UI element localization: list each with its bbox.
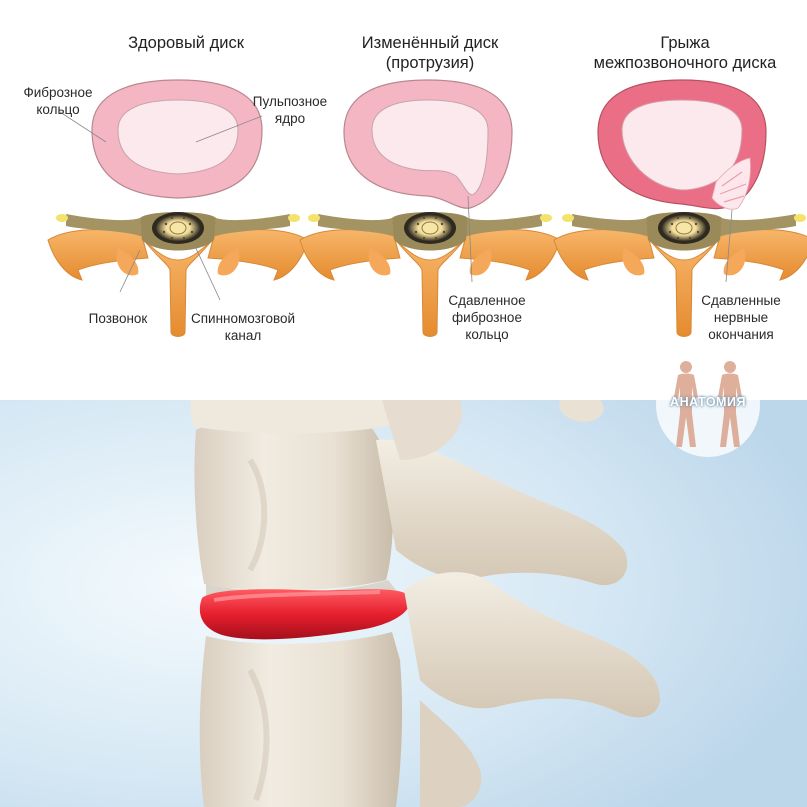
label-fibrous-ring-2: кольцо (36, 102, 80, 117)
healthy-disc-illustration (47, 79, 309, 337)
disc-stages-diagram: Здоровый диск Изменённый диск (протрузия… (0, 0, 807, 400)
title-intervertebral-disc: межпозвоночного диска (593, 54, 777, 72)
logo-text: АНАТОМИЯ (670, 395, 746, 409)
hernia-disc-illustration (553, 79, 807, 337)
disc-cross-sections-svg (47, 79, 807, 337)
label-compressed-ring-2: фиброзное (452, 310, 522, 325)
label-nucleus-2: ядро (274, 111, 306, 126)
label-nucleus-1: Пульпозное (252, 94, 328, 109)
spine-herniation-svg (0, 400, 807, 807)
label-vertebra: Позвонок (88, 311, 148, 326)
title-changed-disc: Изменённый диск (361, 34, 499, 52)
label-compressed-ring-3: кольцо (465, 327, 509, 342)
anatomy-logo: АНАТОМИЯ (656, 353, 760, 457)
title-protrusion: (протрузия) (385, 54, 475, 72)
title-healthy-disc: Здоровый диск (128, 34, 244, 52)
label-spinal-canal-2: канал (224, 328, 262, 343)
protrusion-disc-illustration (299, 79, 561, 337)
human-body-icon (674, 361, 742, 447)
label-compressed-nerves-3: окончания (708, 327, 774, 342)
label-spinal-canal-1: Спинномозговой (190, 311, 296, 326)
label-fibrous-ring-1: Фиброзное (23, 85, 93, 100)
spine-3d-illustration (0, 400, 807, 807)
label-compressed-nerves-1: Сдавленные (701, 293, 781, 308)
title-hernia: Грыжа (660, 34, 710, 52)
label-compressed-ring-1: Сдавленное (448, 293, 526, 308)
label-compressed-nerves-2: нервные (713, 310, 769, 325)
